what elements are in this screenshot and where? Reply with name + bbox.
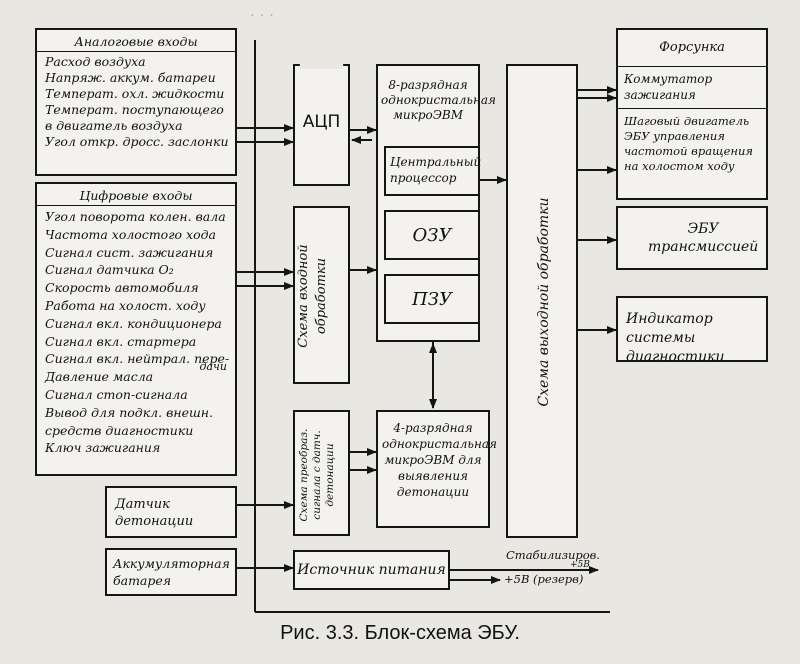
list-item: Температ. охл. жидкости	[45, 86, 225, 101]
list-item: Частота холостого хода	[45, 226, 216, 242]
list-item: Угол поворота колен. вала	[45, 209, 226, 224]
power-output-label-1: Стабилизиров.	[506, 548, 601, 562]
digital-inputs-extra: дачи	[199, 360, 227, 373]
list-item: в двигатель воздуха	[45, 118, 183, 133]
knock-sensor-box: Датчик детонации	[105, 486, 237, 538]
injector-label: Форсунка	[659, 40, 725, 55]
list-item: Давление масла	[45, 369, 154, 385]
rom-label: ПЗУ	[412, 289, 452, 310]
input-processing-box: Схема входной обработки	[293, 206, 350, 384]
analog-inputs-title: Аналоговые входы	[74, 34, 198, 49]
power-supply-box: Источник питания	[293, 550, 450, 590]
list-item: средств диагностики	[45, 422, 194, 438]
list-item: Работа на холост. ходу	[45, 297, 206, 313]
list-item: Сигнал сист. зажигания	[45, 244, 214, 260]
output-processing-box: Схема выходной обработки	[506, 64, 578, 538]
ram-box: ОЗУ	[384, 210, 480, 260]
cpu-label: Центральный процессор	[390, 155, 482, 185]
mcu8-title: 8-разрядная однокристальная микроЭВМ	[381, 78, 496, 122]
power-supply-label: Источник питания	[297, 562, 446, 578]
list-item: Сигнал вкл. нейтрал. пере-	[45, 351, 230, 367]
diag-indicator-box: Индикатор системы диагностики	[616, 296, 768, 365]
list-item: Скорость автомобиля	[45, 280, 199, 296]
ram-label: ОЗУ	[412, 225, 452, 246]
figure-caption: Рис. 3.3. Блок-схема ЭБУ.	[280, 622, 520, 644]
list-item: Температ. поступающего	[45, 102, 224, 117]
list-item: Угол откр. дросс. заслонки	[45, 134, 229, 149]
mcu4-label: 4-разрядная однокристальная микроЭВМ для…	[382, 421, 497, 499]
list-item: Вывод для подкл. внешн.	[45, 404, 214, 420]
knock-converter-label: Схема преобраз. сигнала с датч. детонаци…	[298, 428, 336, 522]
digital-inputs-box: Цифровые входы Угол поворота колен. вала…	[35, 182, 237, 476]
diag-indicator-label: Индикатор системы диагностики	[626, 311, 725, 365]
list-item: Расход воздуха	[45, 54, 146, 69]
power-output-label-2: +5В	[570, 560, 590, 570]
digital-inputs-title: Цифровые входы	[79, 188, 193, 203]
knock-sensor-label: Датчик детонации	[115, 497, 194, 529]
list-item: Сигнал вкл. стартера	[45, 333, 197, 349]
output-processing-label: Схема выходной обработки	[536, 197, 552, 407]
actuators-box: Форсунка Коммутатор зажигания Шаговый дв…	[616, 28, 768, 200]
transmission-ecu-box: ЭБУ трансмиссией	[616, 206, 768, 270]
list-item: Сигнал датчика O₂	[45, 262, 174, 278]
input-processing-label: Схема входной обработки	[296, 244, 329, 348]
transmission-ecu-label: ЭБУ трансмиссией	[648, 221, 759, 255]
knock-converter-box: Схема преобраз. сигнала с датч. детонаци…	[293, 410, 350, 536]
list-item: Ключ зажигания	[45, 440, 161, 456]
rom-box: ПЗУ	[384, 274, 480, 324]
bleed-through-text: · · ·	[250, 6, 274, 24]
mcu4-box: 4-разрядная однокристальная микроЭВМ для…	[376, 410, 497, 528]
list-item: Сигнал вкл. кондиционера	[45, 315, 222, 331]
stepper-label: Шаговый двигатель ЭБУ управления частото…	[624, 114, 753, 173]
battery-label: Аккумуляторная батарея	[113, 556, 230, 588]
power-output-label-3: +5В (резерв)	[504, 572, 584, 586]
cpu-box: Центральный процессор	[384, 146, 482, 196]
adc-label: АЦП	[302, 112, 341, 132]
list-item: Напряж. аккум. батареи	[45, 70, 216, 85]
adc-box: АЦП	[293, 64, 350, 186]
list-item: Сигнал стоп-сигнала	[45, 386, 188, 402]
ignition-switch-label: Коммутатор зажигания	[624, 72, 713, 102]
battery-box: Аккумуляторная батарея	[105, 548, 237, 596]
